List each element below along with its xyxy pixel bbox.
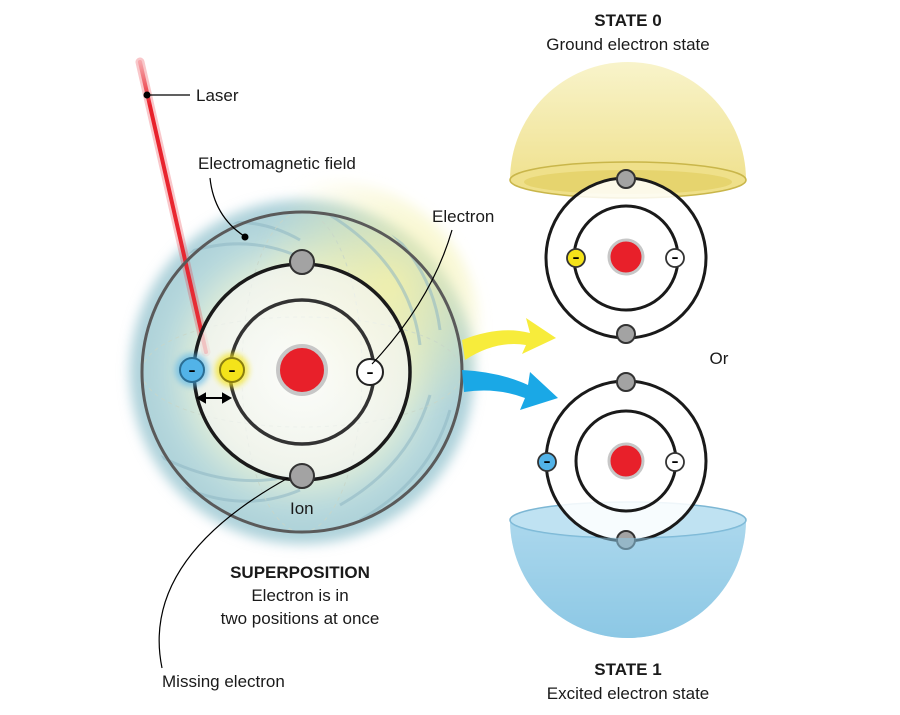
gray-electron-top: [289, 249, 315, 275]
svg-text:–: –: [544, 454, 551, 470]
arrow-to-state1: [462, 370, 558, 410]
outer-field-ring: [140, 210, 464, 534]
double-arrow-icon: [195, 392, 233, 404]
or-label: Or: [710, 349, 729, 368]
state0-gray-top: [616, 169, 636, 189]
state1-header: STATE 1 Excited electron state: [547, 660, 710, 703]
state1-nucleus: [607, 442, 645, 480]
state1-electron-blue: –: [537, 452, 557, 472]
superposition-caption: SUPERPOSITION Electron is in two positio…: [221, 563, 380, 628]
laser-beam: [135, 57, 211, 357]
svg-text:–: –: [189, 363, 196, 379]
svg-text:Missing electron: Missing electron: [162, 672, 285, 691]
svg-text:STATE 0: STATE 0: [594, 11, 661, 30]
svg-text:two positions at once: two positions at once: [221, 609, 380, 628]
state0-header: STATE 0 Ground electron state: [546, 11, 709, 54]
svg-text:Electron: Electron: [432, 207, 494, 226]
state0-ion: – –: [544, 169, 708, 344]
label-missing-electron: Missing electron: [158, 477, 289, 691]
svg-text:–: –: [573, 250, 580, 266]
svg-text:Ground electron state: Ground electron state: [546, 35, 709, 54]
label-ion: Ion: [290, 499, 314, 518]
label-laser: Laser: [143, 86, 239, 105]
electron-white: –: [356, 358, 384, 386]
svg-text:Excited electron state: Excited electron state: [547, 684, 710, 703]
svg-text:–: –: [672, 250, 679, 266]
svg-text:Ion: Ion: [290, 499, 314, 518]
gray-electron-bottom: [289, 463, 315, 489]
state0-nucleus: [607, 238, 645, 276]
svg-text:–: –: [672, 454, 679, 470]
svg-text:–: –: [367, 365, 374, 381]
electron-blue-superposed: –: [175, 353, 209, 387]
svg-text:–: –: [229, 363, 236, 379]
label-field: Electromagnetic field: [198, 154, 356, 241]
arrow-to-state0: [462, 318, 556, 360]
state0-gray-bottom: [616, 324, 636, 344]
state1-ion: – –: [537, 372, 708, 550]
svg-text:Electron is in: Electron is in: [251, 586, 348, 605]
svg-text:STATE 1: STATE 1: [594, 660, 661, 679]
state0-electron-white: –: [665, 248, 685, 268]
blue-dome-front-rim: [510, 520, 746, 638]
electron-yellow-superposed: –: [215, 353, 249, 387]
svg-text:SUPERPOSITION: SUPERPOSITION: [230, 563, 370, 582]
state1-electron-white: –: [665, 452, 685, 472]
label-electron: Electron: [371, 207, 494, 365]
svg-text:Electromagnetic field: Electromagnetic field: [198, 154, 356, 173]
nucleus: [276, 344, 328, 396]
state1-gray-top: [616, 372, 636, 392]
svg-text:Laser: Laser: [196, 86, 239, 105]
main-ion: – – –: [140, 210, 464, 534]
state0-electron-yellow: –: [566, 248, 586, 268]
